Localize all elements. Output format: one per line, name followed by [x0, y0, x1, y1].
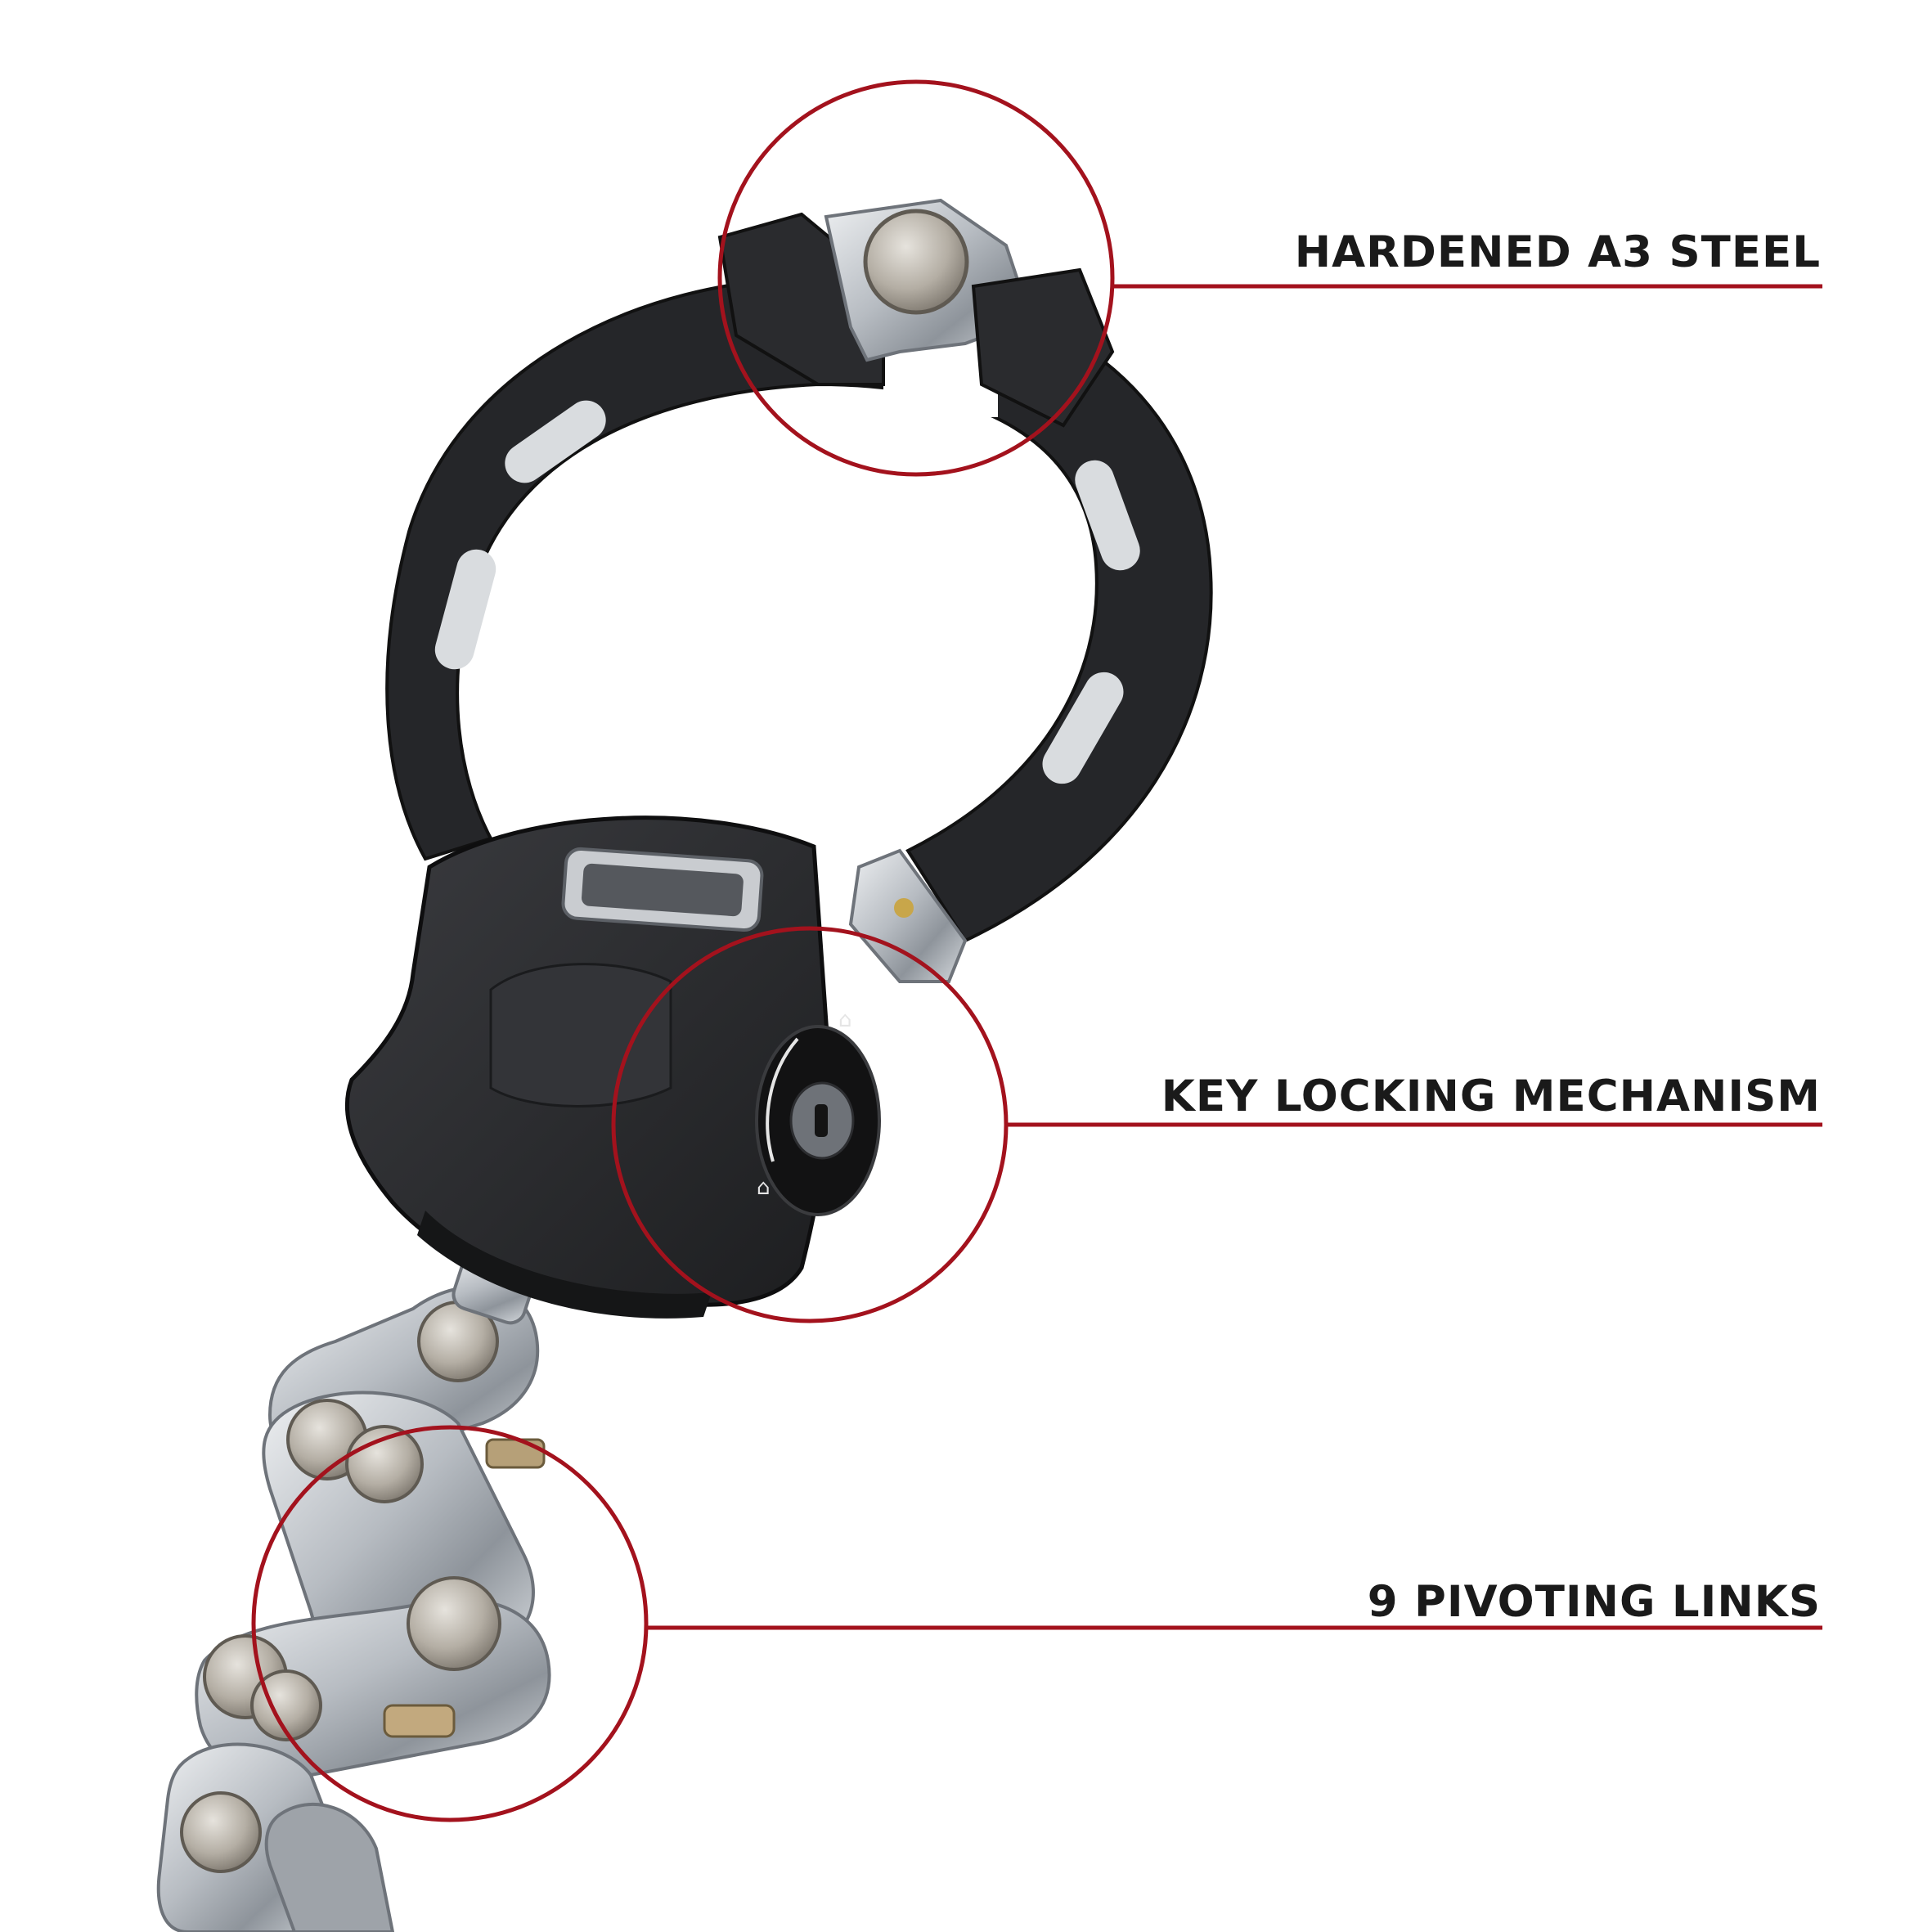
callout-circle-steel	[717, 79, 1115, 477]
callout-label-key: KEY LOCKING MECHANISM	[1161, 1072, 1821, 1121]
reflective-strip	[434, 549, 496, 670]
chain-link-5	[264, 1802, 395, 1932]
hinge-rivet	[863, 209, 969, 315]
callout-label-links: 9 PIVOTING LINKS	[1367, 1577, 1821, 1627]
keyhole	[815, 1104, 828, 1137]
callout-links	[251, 1425, 1822, 1822]
lock-body: ⌂ ⌂	[345, 815, 881, 1319]
rotation-arrow-icon	[766, 1037, 799, 1162]
callout-circle-links	[251, 1425, 649, 1822]
callout-key	[611, 926, 1822, 1323]
lock-symbol: ⌂	[757, 1175, 771, 1200]
lower-clamp	[848, 848, 968, 983]
chain-spacer	[383, 1704, 456, 1738]
chain	[156, 1285, 551, 1932]
reflective-strip	[1042, 672, 1124, 784]
chain-rivet	[407, 1576, 501, 1671]
callout-steel	[717, 79, 1822, 477]
chain-spacer	[485, 1438, 546, 1469]
callout-label-steel: HARDENED A3 STEEL	[1294, 227, 1821, 277]
chain-rivet	[180, 1791, 262, 1873]
chain-rivet	[250, 1669, 322, 1741]
unlock-symbol: ⌂	[838, 1008, 852, 1032]
reflective-strip	[1075, 460, 1140, 571]
reflective-strip	[505, 400, 606, 483]
